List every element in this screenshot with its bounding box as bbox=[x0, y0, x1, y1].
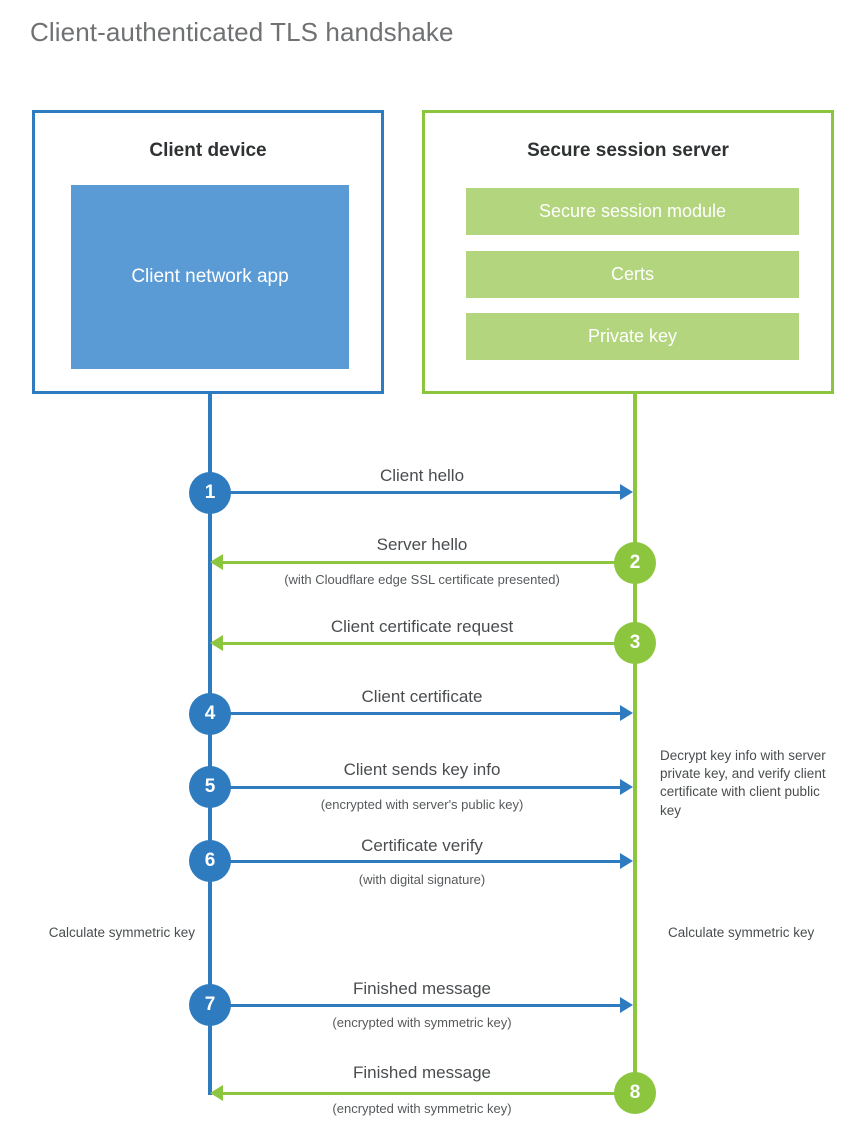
server-component-secure-session-module: Secure session module bbox=[466, 188, 799, 235]
step-5-circle[interactable]: 5 bbox=[189, 766, 231, 808]
step-7-circle[interactable]: 7 bbox=[189, 984, 231, 1026]
page-title: Client-authenticated TLS handshake bbox=[30, 17, 454, 47]
step-8-arrow-head bbox=[210, 1085, 223, 1101]
step-2-label: Server hello bbox=[376, 535, 468, 554]
step-4-label: Client certificate bbox=[361, 687, 483, 706]
server-component-private-key: Private key bbox=[466, 313, 799, 360]
step-2-arrow-head bbox=[210, 554, 223, 570]
client-device-title: Client device bbox=[149, 140, 267, 161]
step-8-circle[interactable]: 8 bbox=[614, 1072, 656, 1114]
step-8-arrow-line bbox=[223, 1092, 615, 1095]
server-component-certs: Certs bbox=[466, 251, 799, 298]
step-3-arrow-head bbox=[210, 635, 223, 651]
client-network-app-block: Client network app bbox=[71, 185, 349, 369]
step-7-sublabel: (encrypted with symmetric key) bbox=[332, 1015, 512, 1030]
step-7-arrow-head bbox=[620, 997, 633, 1013]
step-1-arrow-head bbox=[620, 484, 633, 500]
step-2-arrow-line bbox=[223, 561, 615, 564]
step-6-circle[interactable]: 6 bbox=[189, 840, 231, 882]
step-2-circle[interactable]: 2 bbox=[614, 542, 656, 584]
step-4-arrow-line bbox=[228, 712, 620, 715]
step-5-arrow-line bbox=[228, 786, 620, 789]
step-6-label: Certificate verify bbox=[361, 836, 483, 855]
client-device-box: Client device Client network app bbox=[32, 110, 384, 394]
step-4-arrow-head bbox=[620, 705, 633, 721]
secure-session-server-box: Secure session server Secure session mod… bbox=[422, 110, 834, 394]
step-3-arrow-line bbox=[223, 642, 615, 645]
step-5-label: Client sends key info bbox=[343, 760, 501, 779]
step-3-circle[interactable]: 3 bbox=[614, 622, 656, 664]
client-lifeline bbox=[208, 391, 212, 1095]
step-4-circle[interactable]: 4 bbox=[189, 693, 231, 735]
step-6-arrow-head bbox=[620, 853, 633, 869]
step-8-label: Finished message bbox=[353, 1063, 491, 1082]
step-5-sublabel: (encrypted with server's public key) bbox=[320, 797, 524, 812]
server-decrypt-note: Decrypt key info with server private key… bbox=[660, 748, 826, 818]
secure-session-server-title: Secure session server bbox=[527, 140, 729, 161]
step-7-arrow-line bbox=[228, 1004, 620, 1007]
step-2-sublabel: (with Cloudflare edge SSL certificate pr… bbox=[284, 572, 560, 587]
step-3-label: Client certificate request bbox=[330, 617, 514, 636]
client-calculate-symmetric-key-note: Calculate symmetric key bbox=[48, 925, 195, 940]
step-5-arrow-head bbox=[620, 779, 633, 795]
step-1-label: Client hello bbox=[379, 466, 465, 485]
step-8-sublabel: (encrypted with symmetric key) bbox=[332, 1101, 512, 1116]
server-calculate-symmetric-key-note: Calculate symmetric key bbox=[668, 925, 815, 940]
step-6-sublabel: (with digital signature) bbox=[358, 872, 486, 887]
step-1-circle[interactable]: 1 bbox=[189, 472, 231, 514]
server-lifeline bbox=[633, 391, 637, 1093]
step-7-label: Finished message bbox=[353, 979, 491, 998]
step-6-arrow-line bbox=[228, 860, 620, 863]
step-1-arrow-line bbox=[228, 491, 620, 494]
